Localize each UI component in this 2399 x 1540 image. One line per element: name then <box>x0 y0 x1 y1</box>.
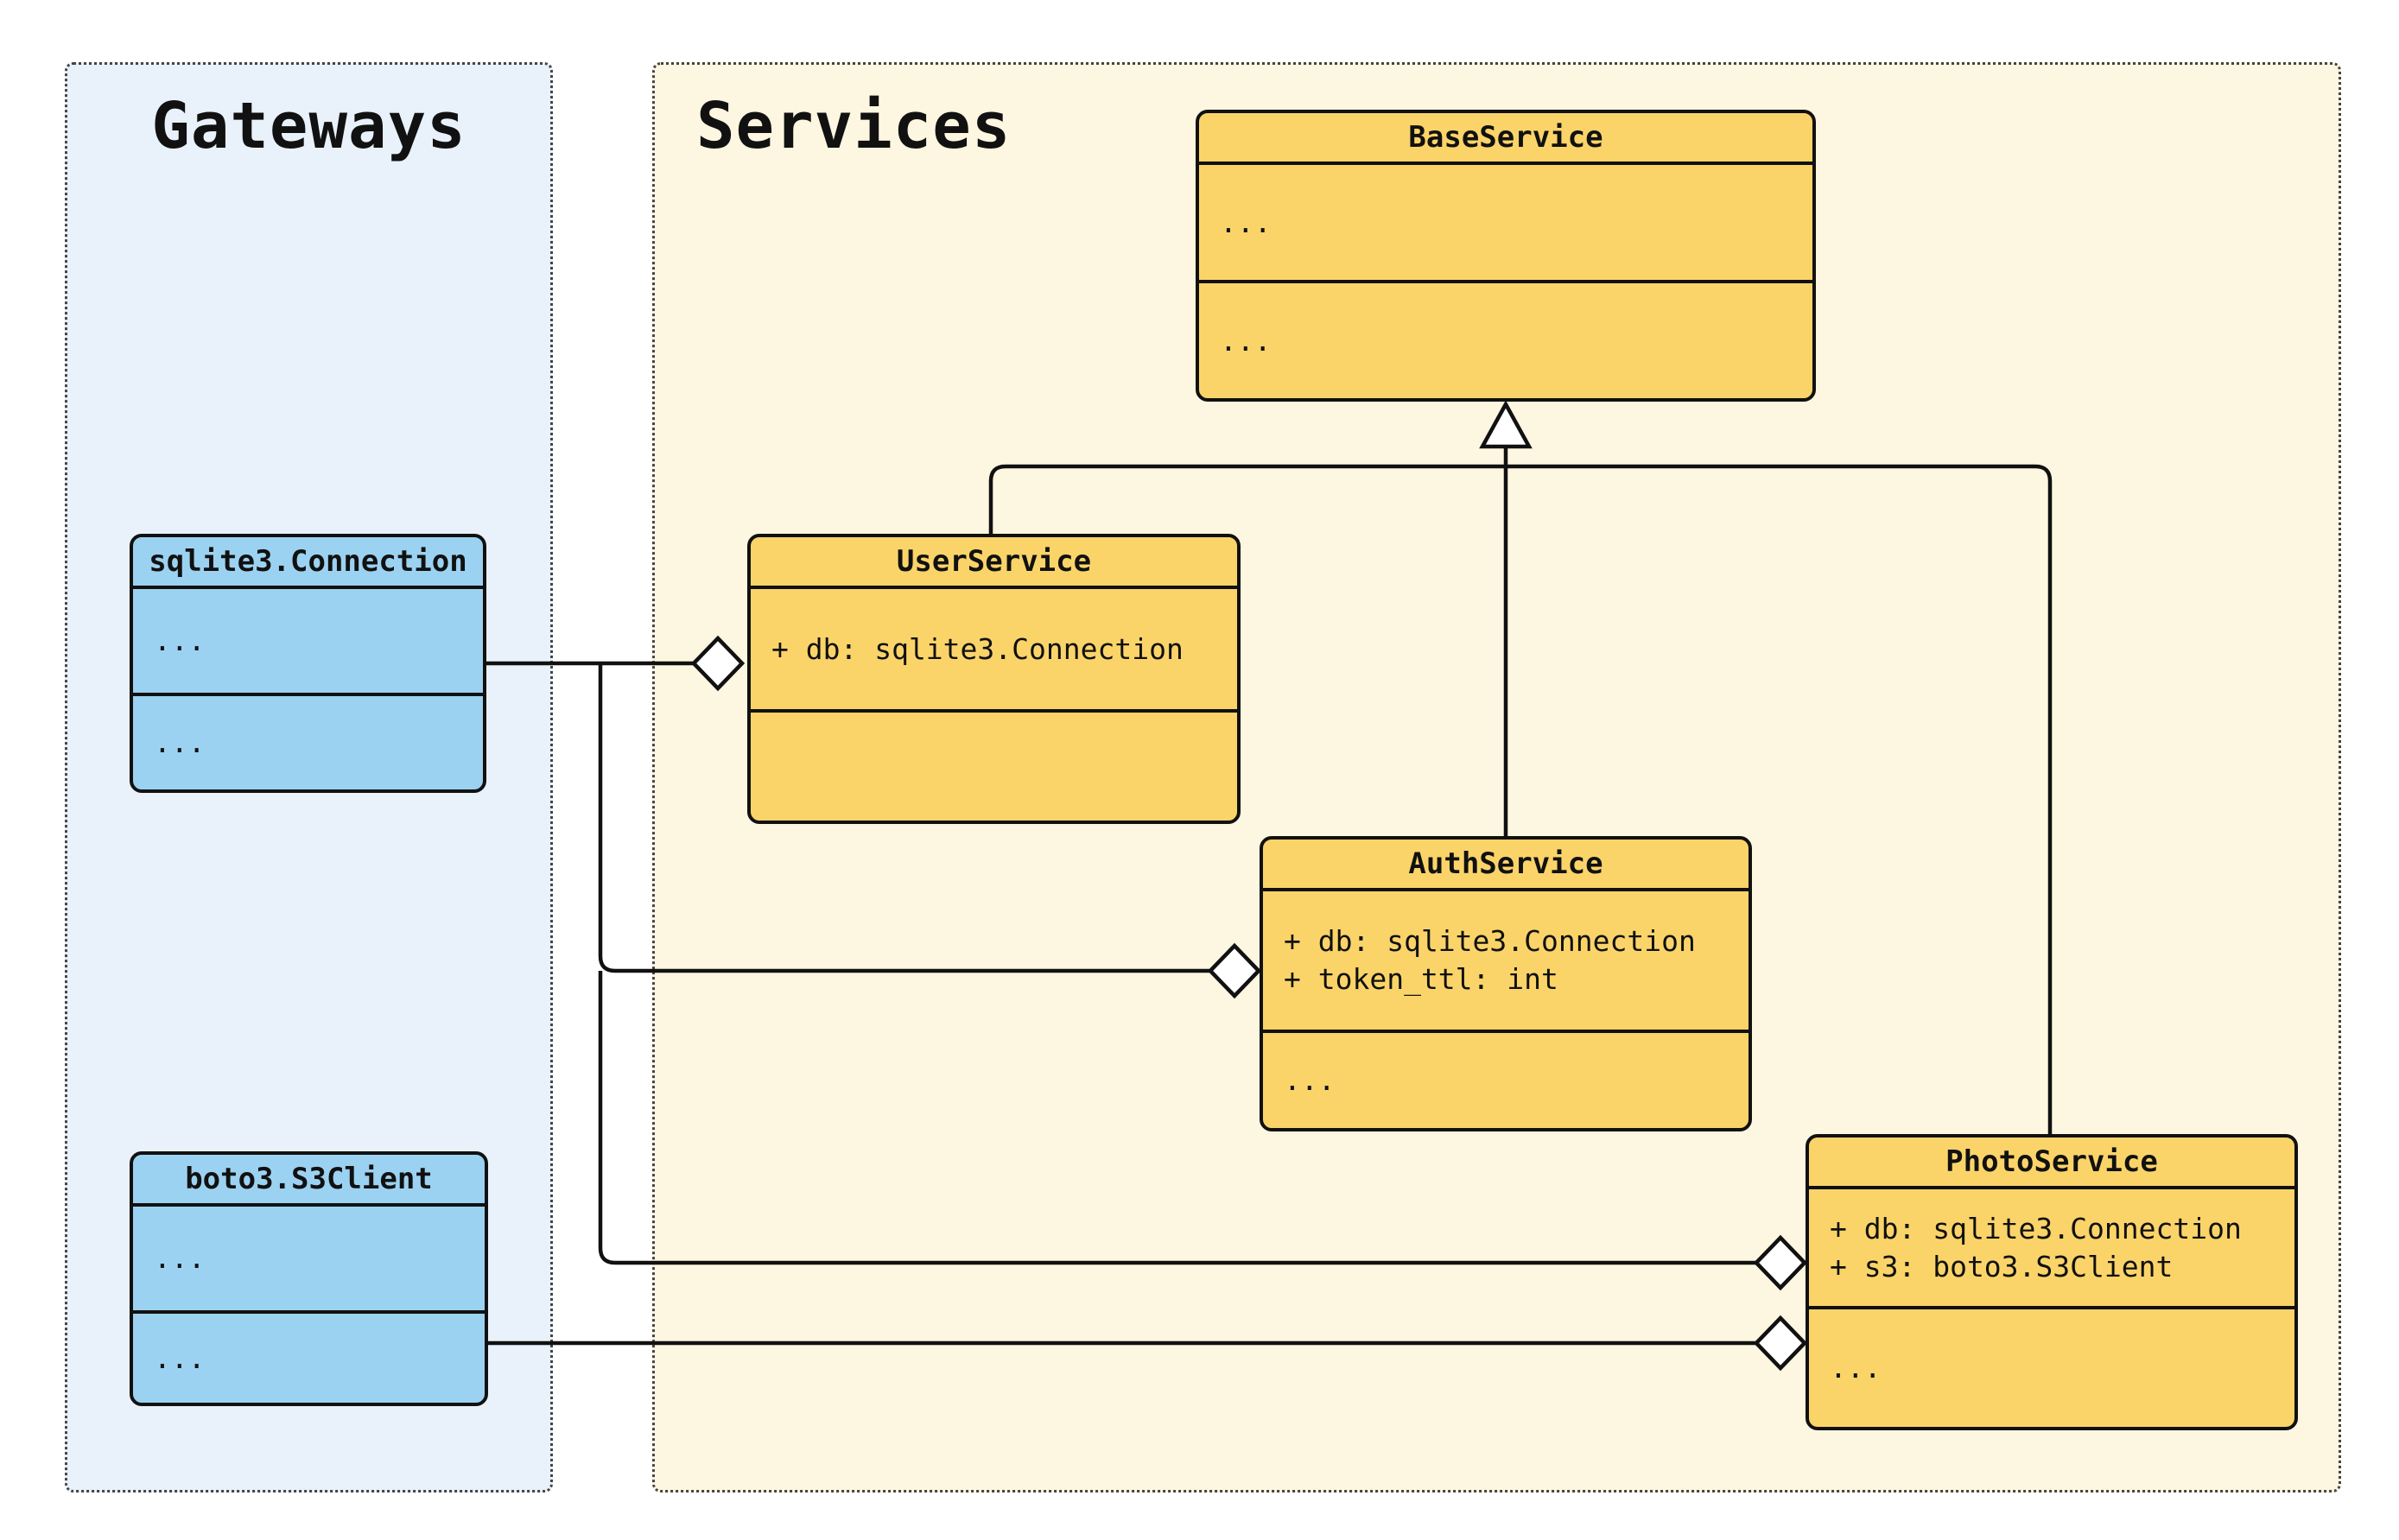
class-title: sqlite3.Connection <box>133 537 483 589</box>
class-methods-empty <box>751 709 1237 821</box>
class-title: BaseService <box>1199 113 1812 165</box>
class-box-authservice: AuthService + db: sqlite3.Connection + t… <box>1260 836 1752 1131</box>
aggregation-diamond-user-icon <box>690 635 746 692</box>
class-attr: + s3: boto3.S3Client <box>1830 1249 2174 1283</box>
class-method: ... <box>1220 323 1272 358</box>
class-attr: ... <box>154 1241 206 1276</box>
aggregation-line-sqlite-auth <box>598 663 1210 973</box>
inheritance-triangle-icon <box>1479 400 1533 449</box>
class-attr: + db: sqlite3.Connection <box>771 631 1184 666</box>
gateways-panel-title: Gateways <box>151 89 466 163</box>
class-title: UserService <box>751 537 1237 589</box>
aggregation-diamond-photo-s3-icon <box>1753 1315 1808 1372</box>
class-box-photoservice: PhotoService + db: sqlite3.Connection + … <box>1806 1134 2298 1430</box>
class-attr: + db: sqlite3.Connection <box>1830 1211 2242 1245</box>
class-box-sqlite3-connection: sqlite3.Connection ... ... <box>130 534 486 793</box>
aggregation-diamond-auth-icon <box>1207 942 1262 999</box>
class-title: boto3.S3Client <box>133 1155 485 1207</box>
class-box-boto3-s3client: boto3.S3Client ... ... <box>130 1151 488 1406</box>
aggregation-diamond-photo-db-icon <box>1753 1234 1808 1291</box>
aggregation-line-sqlite-photo <box>598 971 1756 1265</box>
class-attr: ... <box>1220 205 1272 239</box>
class-box-baseservice: BaseService ... ... <box>1196 110 1816 402</box>
class-method: ... <box>1284 1063 1336 1098</box>
class-attr: ... <box>154 624 206 658</box>
class-method: ... <box>1830 1351 1882 1385</box>
class-method: ... <box>154 726 206 760</box>
services-panel-title: Services <box>696 89 1012 163</box>
class-attr: + token_ttl: int <box>1284 962 1558 996</box>
inheritance-line-user-photo <box>988 464 2053 1134</box>
class-title: PhotoService <box>1809 1138 2294 1189</box>
class-method: ... <box>154 1340 206 1375</box>
class-attr: + db: sqlite3.Connection <box>1284 924 1696 959</box>
class-title: AuthService <box>1263 840 1748 891</box>
class-box-userservice: UserService + db: sqlite3.Connection <box>747 534 1241 824</box>
